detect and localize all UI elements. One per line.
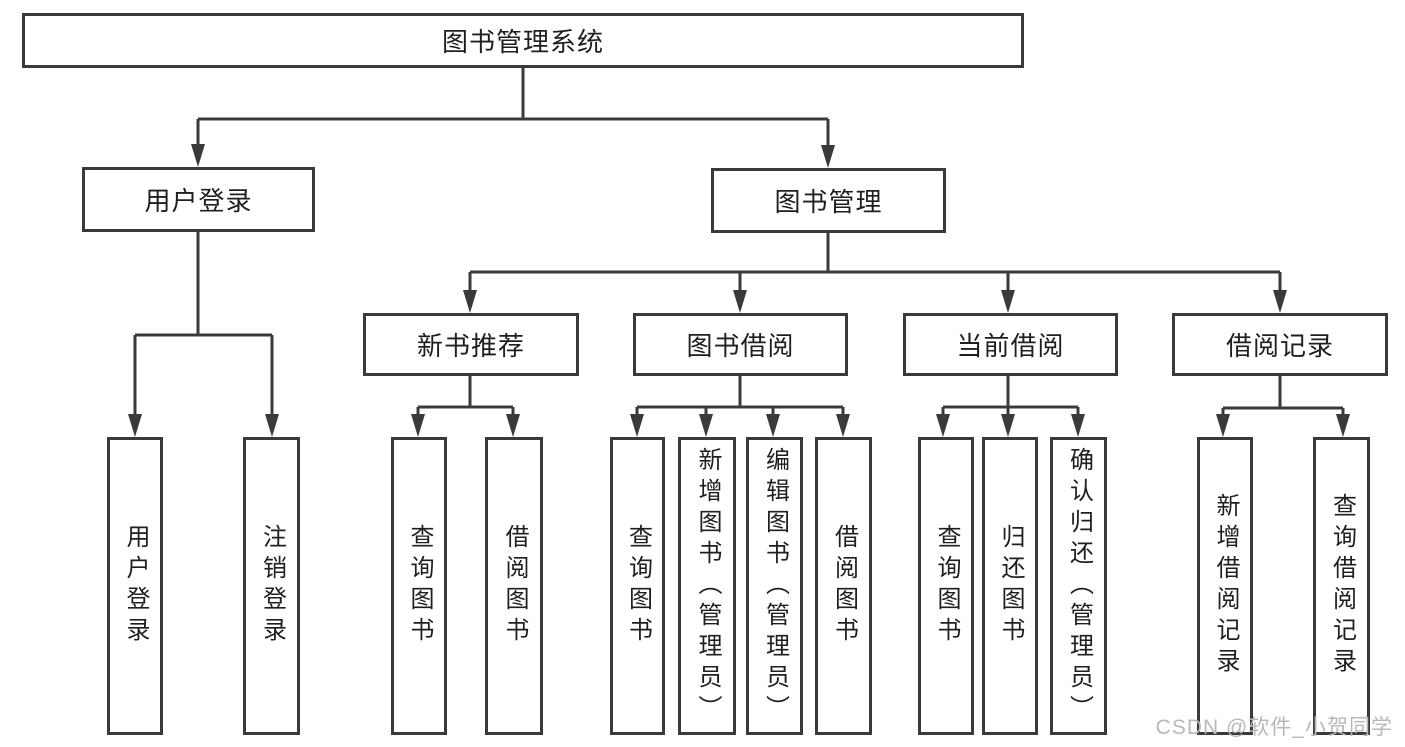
- leaf-label: 编辑图书（管理员）: [761, 446, 789, 726]
- leaf-label: 查询图书: [624, 524, 652, 648]
- node-book-management: 图书管理: [711, 168, 946, 233]
- leaf-edit-book-admin: 编辑图书（管理员）: [746, 437, 803, 735]
- leaf-label: 新增图书（管理员）: [694, 446, 721, 726]
- leaf-label: 用户登录: [122, 524, 149, 648]
- leaf-logout-login: 注销登录: [243, 437, 300, 735]
- node-new-book-recommend: 新书推荐: [363, 313, 579, 376]
- leaf-label: 确认归还（管理员）: [1065, 446, 1093, 726]
- node-borrow-records: 借阅记录: [1172, 313, 1388, 376]
- node-book-borrow: 图书借阅: [633, 313, 848, 376]
- leaf-label: 注销登录: [258, 524, 286, 648]
- leaf-borrow-books-newbook: 借阅图书: [485, 437, 543, 735]
- leaf-query-borrow-record: 查询借阅记录: [1313, 437, 1370, 735]
- leaf-label: 归还图书: [997, 524, 1024, 648]
- leaf-label: 借阅图书: [501, 524, 528, 648]
- leaf-query-books-newbook: 查询图书: [391, 437, 447, 735]
- leaf-query-books-current: 查询图书: [918, 437, 974, 735]
- node-current-borrow: 当前借阅: [903, 313, 1118, 376]
- node-user-login: 用户登录: [82, 167, 315, 232]
- csdn-watermark: CSDN @软件_小贺同学: [1155, 716, 1393, 739]
- leaf-label: 查询借阅记录: [1328, 493, 1356, 679]
- leaf-add-borrow-record: 新增借阅记录: [1197, 437, 1253, 735]
- leaf-add-book-admin: 新增图书（管理员）: [678, 437, 736, 735]
- leaf-confirm-return-admin: 确认归还（管理员）: [1050, 437, 1107, 735]
- leaf-label: 新增借阅记录: [1212, 493, 1239, 679]
- node-root: 图书管理系统: [22, 13, 1024, 68]
- leaf-borrow-books-borrow: 借阅图书: [815, 437, 872, 735]
- leaf-return-books: 归还图书: [982, 437, 1038, 735]
- leaf-user-login: 用户登录: [107, 437, 163, 735]
- leaf-label: 查询图书: [933, 524, 960, 648]
- leaf-label: 借阅图书: [830, 524, 858, 648]
- leaf-label: 查询图书: [406, 524, 433, 648]
- leaf-query-books-borrow: 查询图书: [610, 437, 665, 735]
